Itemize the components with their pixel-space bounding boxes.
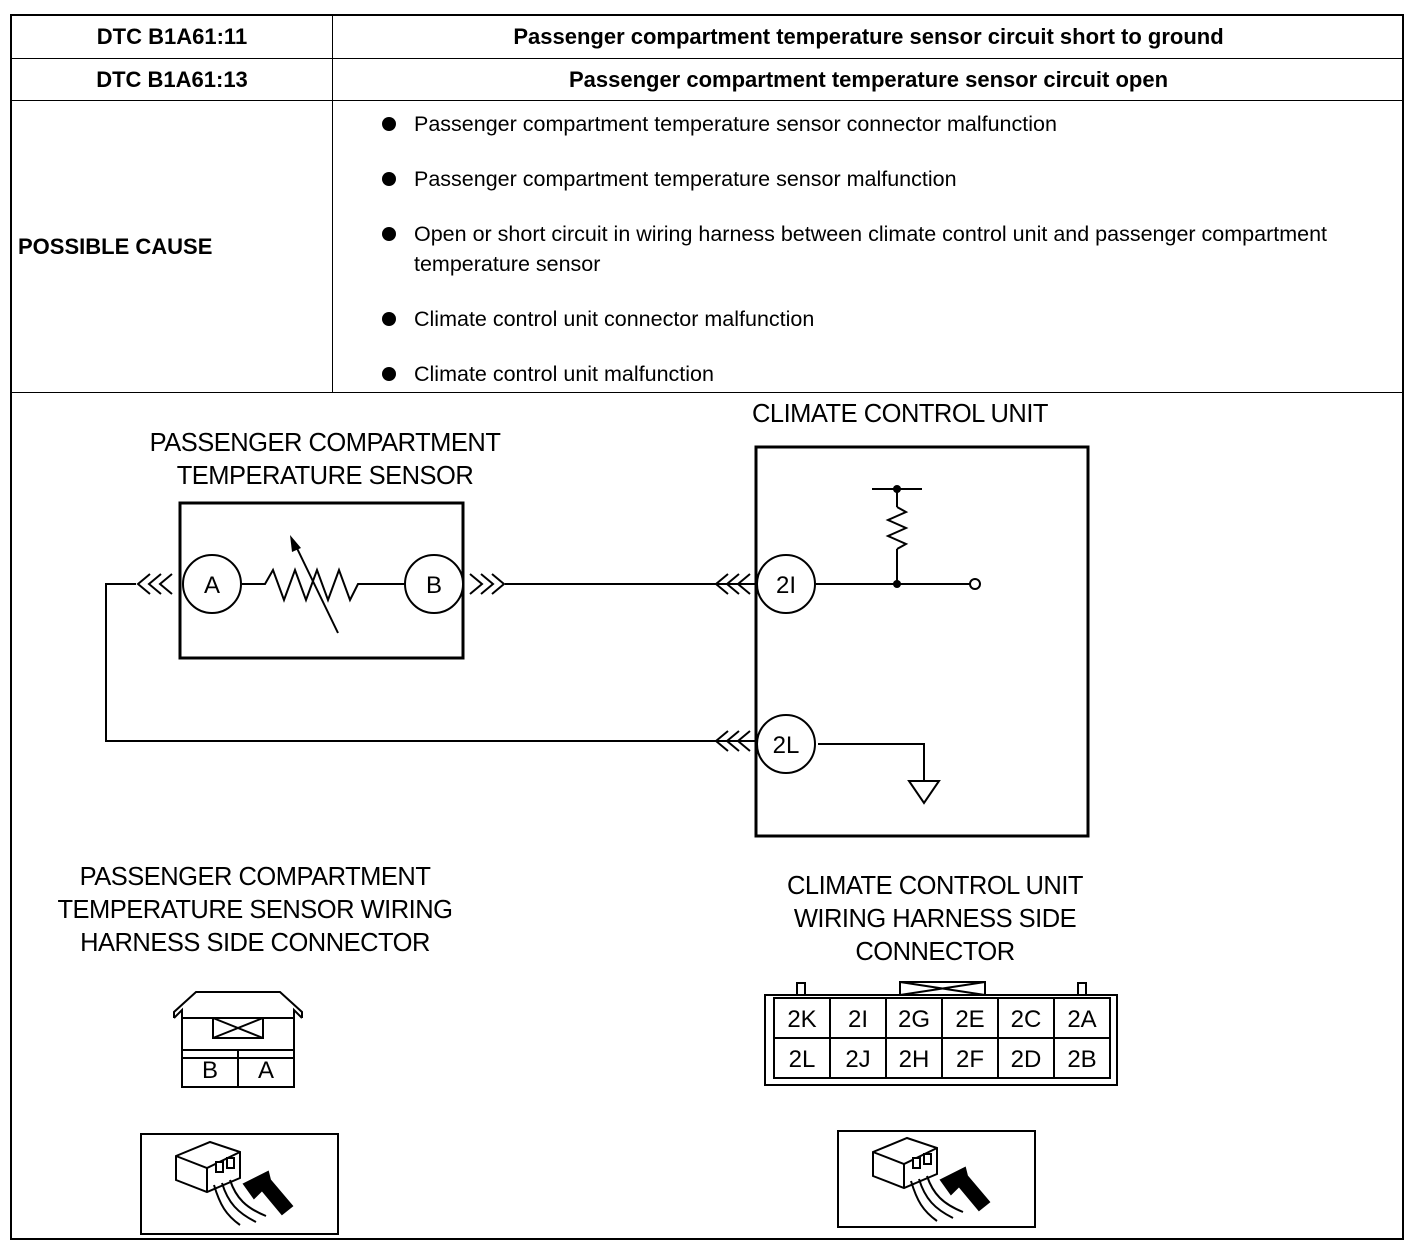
terminal-b-label: B <box>426 572 442 599</box>
bullet-icon <box>382 172 396 186</box>
ccu-pin: 2L <box>789 1046 816 1073</box>
bullet-icon <box>382 312 396 326</box>
cause-text: Passenger compartment temperature sensor… <box>414 112 1057 136</box>
thermistor-arrow <box>292 539 339 634</box>
table-column-divider <box>332 16 333 392</box>
cause-text: Passenger compartment temperature sensor… <box>414 167 957 191</box>
bullet-icon <box>382 367 396 381</box>
ccu-pin: 2I <box>848 1006 868 1033</box>
terminal-b <box>404 554 464 614</box>
ccu-pin: 2J <box>845 1046 870 1073</box>
pullup-resistor <box>885 506 909 550</box>
ccu-pin: 2D <box>1011 1046 1042 1073</box>
ccu-title: CLIMATE CONTROL UNIT <box>751 400 1049 428</box>
cause-item: Climate control unit malfunction <box>382 359 1362 389</box>
dtc-description-2: Passenger compartment temperature sensor… <box>568 66 1169 92</box>
dtc-description-1: Passenger compartment temperature sensor… <box>513 24 1224 49</box>
ccu-pin: 2G <box>898 1006 930 1033</box>
cause-text: Climate control unit connector malfuncti… <box>414 307 815 331</box>
sensor-connector-housing <box>173 991 303 1018</box>
cause-item: Open or short circuit in wiring harness … <box>382 219 1362 279</box>
cause-text: Open or short circuit in wiring harness … <box>414 222 1328 276</box>
wire-a-2l <box>105 583 758 742</box>
cause-item: Passenger compartment temperature sensor… <box>382 109 1362 139</box>
terminal-a <box>182 554 242 614</box>
ccu-pin: 2F <box>956 1046 984 1073</box>
table-divider <box>12 392 1402 393</box>
sensor-pin-a: A <box>258 1057 274 1084</box>
ccu-pin: 2C <box>1011 1006 1042 1033</box>
terminal-2i-label: 2I <box>776 572 796 599</box>
sensor-connector-view-box <box>140 1133 339 1235</box>
terminal-a-label: A <box>204 572 220 599</box>
cause-item: Climate control unit connector malfuncti… <box>382 304 1362 334</box>
cause-item: Passenger compartment temperature sensor… <box>382 164 1362 194</box>
ccu-pin: 2H <box>899 1046 930 1073</box>
document-frame: DTC B1A61:11 Passenger compartment tempe… <box>10 14 1404 1240</box>
thermistor-symbol <box>242 567 406 603</box>
cause-text: Climate control unit malfunction <box>414 362 714 386</box>
sensor-connector-title: PASSENGER COMPARTMENT TEMPERATURE SENSOR… <box>57 863 453 957</box>
bullet-icon <box>382 227 396 241</box>
ccu-box <box>754 445 1090 838</box>
connector-view-icon <box>872 1136 991 1222</box>
ccu-pin: 2A <box>1067 1006 1096 1033</box>
ccu-pin: 2B <box>1067 1046 1096 1073</box>
ccu-connector-title: CLIMATE CONTROL UNIT WIRING HARNESS SIDE… <box>786 872 1084 966</box>
dtc-code-2: DTC B1A61:13 <box>96 66 248 92</box>
dtc-code-1: DTC B1A61:11 <box>96 24 248 49</box>
possible-cause-list: Passenger compartment temperature sensor… <box>382 109 1362 389</box>
sensor-title: PASSENGER COMPARTMENT TEMPERATURE SENSOR <box>149 429 501 490</box>
table-divider <box>12 58 1402 59</box>
ground-icon <box>907 780 941 805</box>
ccu-pin: 2E <box>955 1006 984 1033</box>
table-divider <box>12 100 1402 101</box>
terminal-2i <box>756 554 816 614</box>
ccu-connector-view-box <box>837 1130 1036 1228</box>
ground-wire <box>818 743 925 781</box>
ccu-pin: 2K <box>787 1006 816 1033</box>
bullet-icon <box>382 117 396 131</box>
terminal-2l-label: 2L <box>773 732 800 759</box>
terminal-2l <box>756 714 816 774</box>
possible-cause-label: POSSIBLE CAUSE <box>18 234 213 259</box>
sensor-pin-b: B <box>202 1057 218 1084</box>
connector-view-icon <box>175 1140 294 1226</box>
